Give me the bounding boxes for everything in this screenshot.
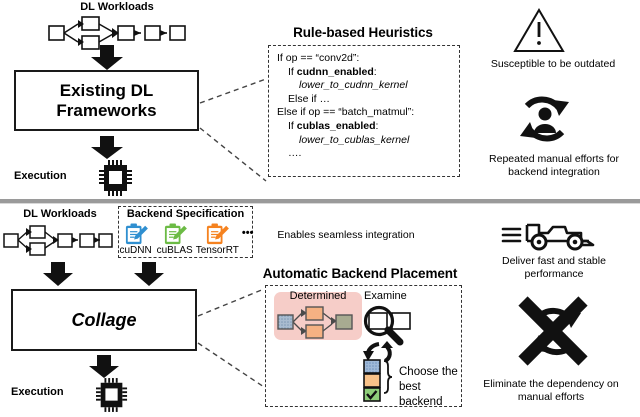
code-line: If op == “conv2d”: (277, 52, 360, 64)
repeated-manual-line1: Repeated manual efforts for (489, 153, 619, 165)
bottom-execution-label: Execution (11, 386, 64, 398)
section-divider (0, 199, 640, 203)
examine-magnifier-group (362, 304, 428, 348)
heuristics-code: If op == “conv2d”:If cudnn_enabled:lower… (269, 46, 459, 165)
rule-based-heuristics-title: Rule-based Heuristics (293, 25, 433, 40)
backend-label-tensorrt: TensorRT (195, 245, 239, 256)
seamless-integration-note: Enables seamless integration (277, 229, 415, 241)
code-line: Else if op == “batch_matmul”: (277, 106, 415, 119)
backend-specification-box: Backend Specification cuDNN (118, 206, 253, 258)
backend-choice-stack (363, 359, 397, 405)
manual-refresh-person-icon (515, 90, 575, 148)
determined-label: Determined (289, 290, 347, 302)
bottom-arrow-workload-to-collage (42, 262, 74, 287)
top-arrow-to-framework (90, 45, 124, 71)
code-line: Else if … (288, 92, 331, 105)
susceptible-caption: Susceptible to be outdated (490, 58, 616, 70)
backend-specification-title: Backend Specification (126, 208, 245, 220)
automatic-backend-placement-title: Automatic Backend Placement (262, 266, 458, 281)
code-line: lower_to_cudnn_kernel (299, 79, 408, 92)
clipboard-pen-icon (207, 223, 230, 245)
bottom-arrow-spec-to-collage (133, 262, 165, 287)
choose-line2: best backend (399, 381, 443, 408)
repeated-manual-line2: backend integration (508, 165, 600, 178)
collage-box-label: Collage (71, 310, 137, 330)
section-divider-shadow (0, 203, 640, 204)
rule-based-heuristics-box: If op == “conv2d”:If cudnn_enabled:lower… (268, 45, 460, 177)
top-workload-graph (48, 16, 188, 50)
bottom-dl-workloads-label: DL Workloads (23, 208, 97, 220)
backend-item-tensorrt[interactable]: TensorRT (196, 223, 239, 257)
framework-box-line2: Frameworks (56, 100, 157, 120)
collage-box: Collage (11, 289, 197, 351)
backend-ellipsis: ••• (241, 227, 254, 239)
top-connector-lines (198, 75, 270, 185)
code-line: lower_to_cublas_kernel (299, 133, 410, 146)
top-execution-label: Execution (14, 170, 67, 182)
race-car-icon (501, 219, 595, 253)
warning-triangle-icon (513, 8, 565, 53)
top-chip-icon (99, 160, 133, 196)
deliver-performance-caption: Deliver fast and stable performance (478, 255, 630, 280)
bottom-workload-graph (3, 225, 113, 256)
existing-dl-frameworks-box: Existing DL Frameworks (14, 70, 199, 131)
top-dl-workloads-label: DL Workloads (80, 1, 154, 13)
examine-loop-arrows (363, 341, 403, 367)
code-line: …. (288, 147, 302, 160)
deliver-line1: Deliver fast and stable (502, 255, 606, 267)
backend-label-cublas: cuBLAS (156, 245, 193, 256)
clipboard-pen-icon (125, 223, 148, 245)
repeated-manual-caption: Repeated manual efforts for backend inte… (468, 153, 640, 178)
bottom-arrow-to-execution (88, 355, 120, 379)
code-line: If cudnn_enabled: (288, 65, 377, 78)
choose-line1: Choose the (399, 366, 458, 378)
backend-item-cudnn[interactable]: cuDNN (118, 223, 154, 257)
no-manual-loop-icon (512, 292, 594, 370)
bottom-chip-icon (96, 378, 128, 412)
backend-label-cudnn: cuDNN (119, 245, 152, 256)
deliver-line2: performance (524, 267, 584, 280)
clipboard-pen-icon (164, 223, 187, 245)
framework-box-line1: Existing DL (59, 80, 154, 100)
eliminate-line2: manual efforts (517, 390, 585, 403)
automatic-backend-placement-box: Determined Examine (265, 285, 462, 410)
top-arrow-to-execution (90, 136, 124, 160)
eliminate-dependency-caption: Eliminate the dependency on manual effor… (462, 378, 640, 403)
bottom-connector-lines (196, 288, 268, 391)
eliminate-line1: Eliminate the dependency on (483, 378, 619, 390)
placement-mini-graph (277, 306, 360, 340)
examine-label: Examine (364, 290, 407, 302)
backend-item-cublas[interactable]: cuBLAS (157, 223, 193, 257)
code-line: If cublas_enabled: (288, 119, 379, 132)
choose-best-backend-caption: Choose the best backend (399, 365, 461, 410)
